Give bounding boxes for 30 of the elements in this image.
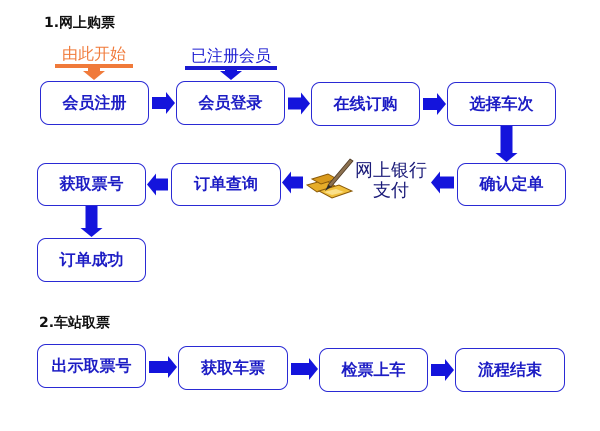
process-box: 会员注册 xyxy=(40,81,149,125)
arrow xyxy=(147,174,168,196)
process-box: 订单查询 xyxy=(171,163,281,206)
step-text: 网上银行支付 xyxy=(354,161,428,201)
arrow xyxy=(149,356,177,378)
arrow xyxy=(282,172,303,194)
section-heading: 1.网上购票 xyxy=(44,14,116,32)
process-box: 确认定单 xyxy=(457,163,566,206)
process-box: 订单成功 xyxy=(37,238,146,282)
arrow xyxy=(431,172,454,194)
process-box: 检票上车 xyxy=(319,348,428,392)
process-box: 获取票号 xyxy=(37,163,146,206)
underlined-label: 已注册会员 xyxy=(185,46,277,70)
arrow xyxy=(80,206,102,237)
process-box: 获取车票 xyxy=(178,346,288,390)
process-box: 在线订购 xyxy=(311,82,420,126)
process-box: 出示取票号 xyxy=(37,344,146,388)
arrow xyxy=(220,70,242,80)
arrow xyxy=(496,126,518,162)
arrow xyxy=(152,92,175,114)
arrow xyxy=(423,93,446,115)
arrow xyxy=(291,358,318,380)
arrow xyxy=(83,68,105,80)
process-box: 选择车次 xyxy=(447,82,556,126)
process-box: 流程结束 xyxy=(455,348,565,392)
process-box: 会员登录 xyxy=(176,81,285,125)
arrow xyxy=(431,359,454,381)
section-heading: 2.车站取票 xyxy=(39,314,110,332)
arrow xyxy=(288,92,310,114)
underlined-label: 由此开始 xyxy=(55,44,133,68)
